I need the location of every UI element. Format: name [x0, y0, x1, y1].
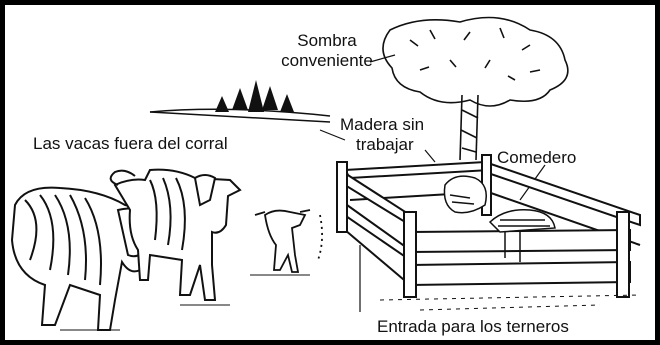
calves-in-corral — [443, 175, 556, 262]
label-shade-line2: conveniente — [281, 51, 373, 70]
corral-illustration — [10, 16, 641, 331]
label-cows-outside: Las vacas fuera del corral — [33, 134, 228, 153]
corral-fence — [336, 154, 641, 311]
label-shade: Sombra conveniente — [277, 31, 377, 71]
small-calf — [254, 209, 323, 273]
label-lumber-line1: Madera sin — [340, 115, 425, 134]
cow-front — [10, 186, 167, 331]
label-shade-line1: Sombra — [297, 31, 357, 50]
label-feeder: Comedero — [497, 148, 577, 167]
shade-tree — [382, 16, 569, 161]
ground-marks — [60, 274, 310, 331]
distant-trees — [215, 80, 294, 112]
label-lumber-line2: trabajar — [356, 135, 414, 154]
label-calf-entrance: Entrada para los terneros — [377, 317, 569, 336]
label-lumber: Madera sin trabajar — [340, 115, 424, 155]
distant-hill — [149, 108, 331, 123]
cow-back — [109, 168, 242, 301]
